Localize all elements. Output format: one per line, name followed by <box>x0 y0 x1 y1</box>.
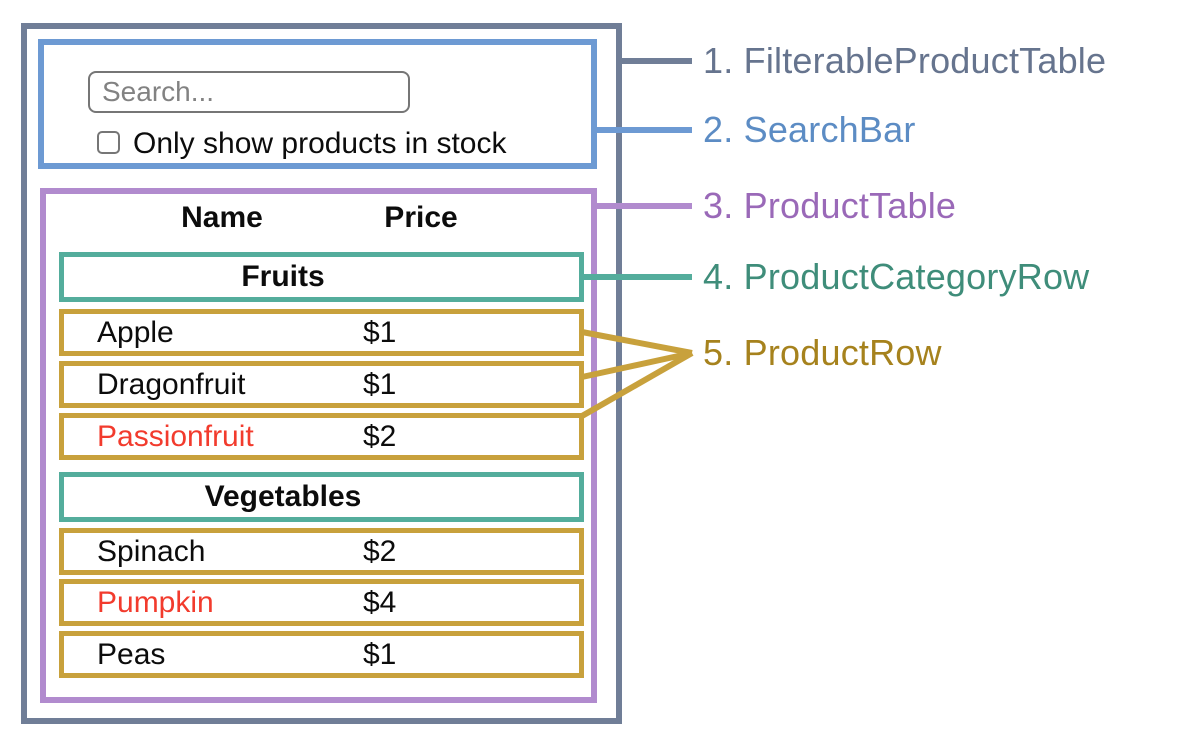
product-name: Passionfruit <box>97 420 254 453</box>
product-name: Pumpkin <box>97 586 214 619</box>
price-column-header: Price <box>384 201 458 234</box>
search-input[interactable] <box>88 71 410 113</box>
legend-search-bar: 2. SearchBar <box>703 109 916 150</box>
in-stock-checkbox[interactable] <box>97 131 120 154</box>
product-row-pumpkin: Pumpkin $4 <box>59 579 584 626</box>
product-price: $1 <box>363 638 397 671</box>
in-stock-checkbox-label: Only show products in stock <box>133 127 507 160</box>
product-name: Spinach <box>97 535 206 568</box>
product-price: $1 <box>363 368 397 401</box>
product-price: $2 <box>363 535 397 568</box>
category-row-fruits: Fruits <box>59 252 584 302</box>
product-price: $4 <box>363 586 397 619</box>
product-price: $1 <box>363 316 397 349</box>
legend-product-category-row: 4. ProductCategoryRow <box>703 256 1090 297</box>
product-name: Peas <box>97 638 166 671</box>
product-name: Apple <box>97 316 174 349</box>
category-row-vegetables: Vegetables <box>59 472 584 522</box>
product-name: Dragonfruit <box>97 368 246 401</box>
product-price: $2 <box>363 420 397 453</box>
name-column-header: Name <box>181 201 263 234</box>
product-table-box: Name Price Fruits Apple $1 Dragonfruit $… <box>40 188 597 703</box>
legend-product-row: 5. ProductRow <box>703 332 942 373</box>
filterable-product-table-box: Only show products in stock Name Price F… <box>21 23 622 724</box>
product-row-passionfruit: Passionfruit $2 <box>59 413 584 460</box>
product-row-spinach: Spinach $2 <box>59 528 584 575</box>
product-row-dragonfruit: Dragonfruit $1 <box>59 361 584 408</box>
category-label: Vegetables <box>204 480 362 513</box>
category-label: Fruits <box>241 260 325 293</box>
product-row-apple: Apple $1 <box>59 309 584 356</box>
search-bar-box: Only show products in stock <box>38 39 597 169</box>
legend-filterable-product-table: 1. FilterableProductTable <box>703 40 1107 81</box>
legend-product-table: 3. ProductTable <box>703 185 957 226</box>
product-row-peas: Peas $1 <box>59 631 584 678</box>
